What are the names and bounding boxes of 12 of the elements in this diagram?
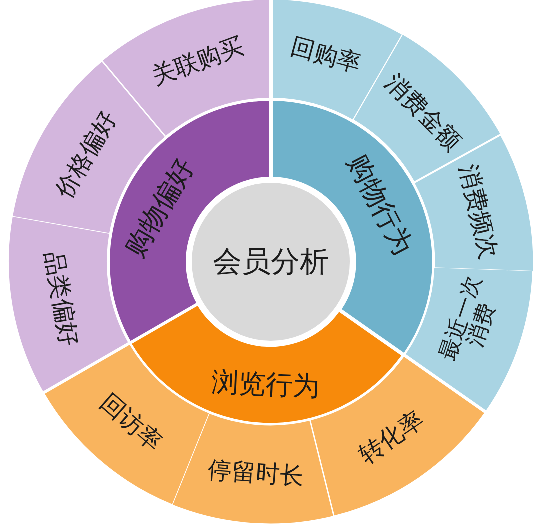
metric-label: 回访率	[95, 388, 168, 457]
metric-label: 最近一次消费	[437, 272, 502, 366]
metric-label: 停留时长	[207, 457, 305, 492]
metric-label: 消费频次	[453, 162, 503, 262]
metric-label: 品类偏好	[39, 249, 84, 349]
center-label: 会员分析	[213, 245, 329, 279]
metric-label: 关联购买	[148, 32, 248, 92]
metric-label: 价格偏好	[50, 107, 122, 204]
metric-label: 回购率	[288, 34, 364, 79]
category-label: 购物偏好	[120, 154, 201, 263]
category-label: 浏览行为	[211, 367, 320, 403]
metric-label: 转化率	[354, 406, 430, 470]
